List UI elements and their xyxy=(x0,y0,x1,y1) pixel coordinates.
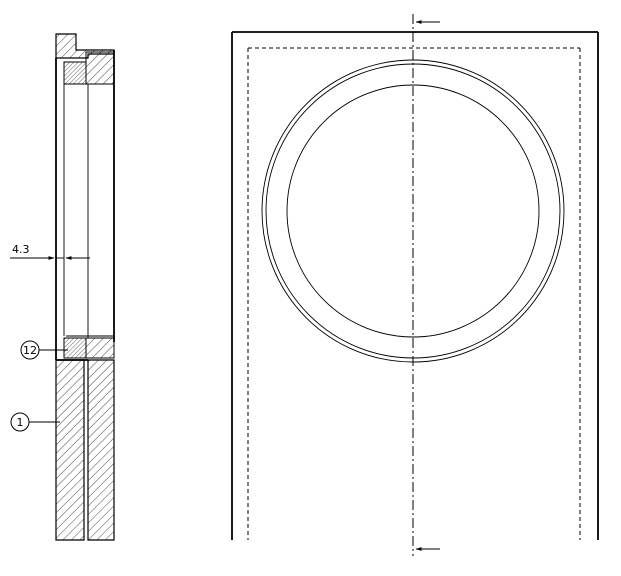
window-inner-circle xyxy=(286,84,540,338)
callout-12-label: 12 xyxy=(23,344,37,357)
callout-1-label: 1 xyxy=(17,416,24,429)
upper-seal xyxy=(63,61,87,85)
dimension-4-3: 4.3 xyxy=(10,243,90,260)
bottom-body-left xyxy=(55,359,85,541)
lower-outer-block xyxy=(85,337,115,359)
front-view xyxy=(231,14,599,556)
bottom-body-right xyxy=(87,359,115,541)
callout-12: 12 xyxy=(20,340,68,360)
lower-seal xyxy=(63,337,87,359)
dimension-label: 4.3 xyxy=(12,243,30,256)
upper-outer-block xyxy=(85,51,115,85)
section-view: 4.3 12 1 xyxy=(10,33,115,541)
callout-1: 1 xyxy=(10,412,60,432)
